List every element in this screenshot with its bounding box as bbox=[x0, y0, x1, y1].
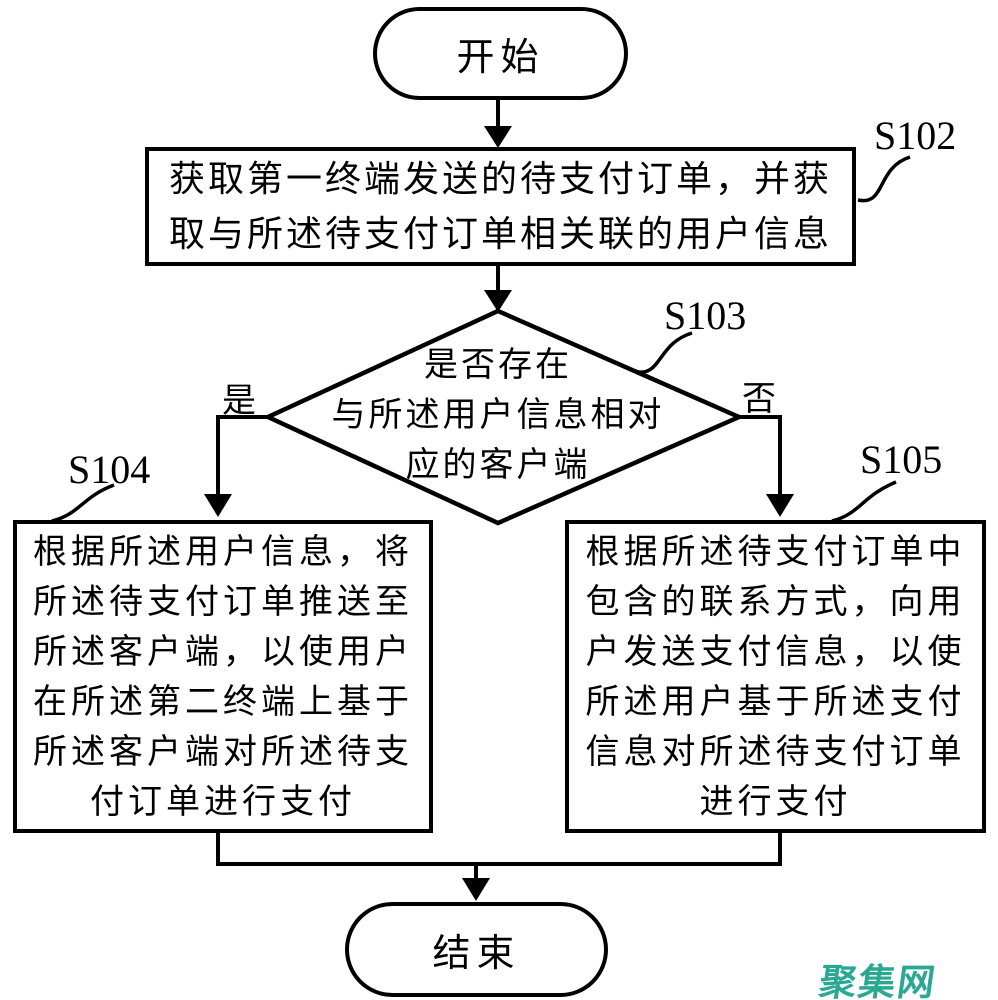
s104-text-line: 根据所述用户信息，将 bbox=[33, 533, 413, 571]
branch-label-yes: 是 bbox=[222, 383, 256, 420]
s105-text-line: 户发送支付信息，以使 bbox=[585, 633, 966, 671]
s105-text-line: 信息对所述待支付订单 bbox=[585, 733, 966, 771]
arrowhead-to-end bbox=[462, 878, 490, 901]
step-label-s103: S103 bbox=[664, 293, 747, 338]
process-box-s102: 获取第一终端发送的待支付订单，并获 取与所述待支付订单相关联的用户信息 bbox=[145, 147, 856, 266]
step-label-s102: S102 bbox=[874, 113, 957, 158]
step-label-s105: S105 bbox=[860, 437, 943, 482]
start-label: 开始 bbox=[456, 37, 545, 79]
s102-text-line: 获取第一终端发送的待支付订单，并获 bbox=[168, 158, 832, 199]
s105-text-line: 根据所述待支付订单中 bbox=[585, 533, 966, 571]
process-box-s104: 根据所述用户信息，将 所述待支付订单推送至 所述客户端，以使用户 在所述第二终端… bbox=[13, 520, 433, 833]
arrowhead-no-branch bbox=[766, 494, 794, 517]
step-label-s104: S104 bbox=[68, 447, 151, 492]
s104-text-line: 所述客户端，以使用户 bbox=[33, 633, 413, 671]
process-box-s105: 根据所述待支付订单中 包含的联系方式，向用 户发送支付信息，以使 所述用户基于所… bbox=[565, 520, 986, 833]
s105-text-line: 所述用户基于所述支付 bbox=[585, 683, 966, 721]
connector-yes-branch bbox=[216, 415, 268, 496]
leader-s103 bbox=[632, 331, 693, 374]
end-label: 结束 bbox=[432, 933, 521, 975]
s105-text-line: 进行支付 bbox=[699, 783, 852, 821]
decision-diamond-text: 是否存在 与所述用户信息相对 应的客户端 bbox=[306, 341, 690, 491]
s102-text-line: 取与所述待支付订单相关联的用户信息 bbox=[168, 213, 832, 254]
s104-text-line: 在所述第二终端上基于 bbox=[33, 683, 413, 721]
s104-text-line: 所述待支付订单推送至 bbox=[33, 583, 413, 621]
arrowhead-start-to-s102 bbox=[484, 126, 512, 148]
s104-text-line: 所述客户端对所述待支 bbox=[33, 733, 413, 771]
leader-s102 bbox=[857, 155, 911, 203]
s104-text-line: 付订单进行支付 bbox=[90, 783, 356, 821]
connector-merge bbox=[216, 831, 782, 866]
start-terminal: 开始 bbox=[373, 7, 628, 100]
arrowhead-s102-to-s103 bbox=[484, 290, 512, 312]
s103-text-line: 与所述用户信息相对 bbox=[331, 397, 665, 434]
s103-text-line: 是否存在 bbox=[424, 347, 572, 384]
decision-diamond-shape bbox=[262, 308, 745, 526]
watermark-text: 聚集网 bbox=[816, 962, 940, 1000]
s103-text-line: 应的客户端 bbox=[405, 447, 591, 484]
arrowhead-yes-branch bbox=[204, 494, 232, 517]
branch-label-no: 否 bbox=[742, 381, 776, 418]
end-terminal: 结束 bbox=[345, 902, 608, 997]
leader-s104 bbox=[51, 483, 115, 523]
s105-text-line: 包含的联系方式，向用 bbox=[585, 583, 966, 621]
leader-s105 bbox=[831, 480, 897, 523]
connector-no-branch bbox=[739, 415, 782, 496]
